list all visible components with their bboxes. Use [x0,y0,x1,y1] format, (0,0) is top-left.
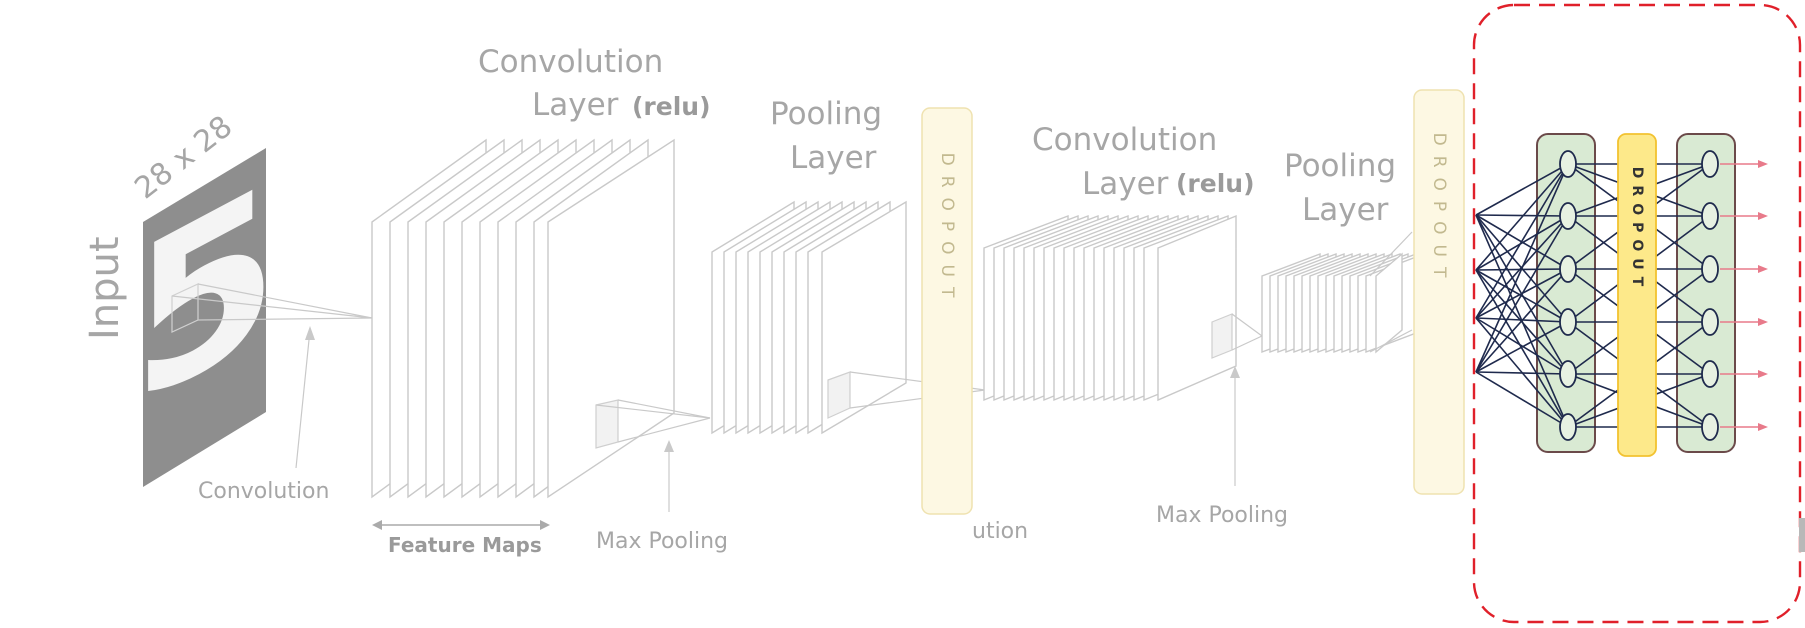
ution-fragment: ution [972,519,1028,544]
dense-layer-2-neurons [1701,150,1719,441]
max-pooling-label-2: Max Pooling [1156,503,1288,528]
dense-layer-1 [1536,133,1596,453]
arrow-right-icon [1758,212,1768,220]
neuron [1701,308,1719,336]
pool1-title-line1: Pooling [770,96,882,132]
pool1-title-line2: Layer [790,140,877,176]
conv-layer-2: Convolution Layer (relu) Max Pooling [983,122,1288,528]
edge-marker [1799,518,1805,552]
neuron [1701,202,1719,230]
input-section: Input 28 x 28 5 Convolution [82,109,373,504]
input-image [143,148,266,487]
neuron [1559,202,1577,230]
conv1-relu: (relu) [632,92,711,121]
arrow-right-icon [1758,318,1768,326]
dropout-3-label: DROPOUT [1629,167,1645,293]
convolution-pointer [295,329,311,469]
neuron [1701,413,1719,441]
neuron [1701,255,1719,283]
pool-layer-2: Pooling Layer [1261,148,1425,354]
arrow-right-icon [1758,370,1768,378]
conv1-title-line1: Convolution [478,44,663,80]
pool-layer-1: Pooling Layer [711,96,986,435]
neuron [1701,150,1719,178]
convolution-label: Convolution [198,479,329,504]
neuron [1701,360,1719,388]
neuron [1559,308,1577,336]
dense-layers-highlight [1472,3,1802,624]
max-pooling-label-1: Max Pooling [596,529,728,554]
feature-maps-label: Feature Maps [388,533,542,557]
pool2-title-line1: Pooling [1284,148,1396,184]
input-label: Input [82,236,128,340]
conv-layer-1: Convolution Layer (relu) Feature Maps Ma… [371,44,728,557]
dropout-1: DROPOUT ution [921,107,1028,544]
neuron [1559,255,1577,283]
dropout-2-label: DROPOUT [1429,133,1449,288]
arrow-right-icon [1758,160,1768,168]
input-connections [1475,163,1569,428]
arrow-right-icon [1758,423,1768,431]
output-arrows [1720,160,1768,431]
dropout-2: DROPOUT [1413,89,1465,495]
arrow-right-icon [1758,265,1768,273]
neuron [1559,413,1577,441]
conv1-title-line2: Layer [532,87,619,123]
pool2-title-line2: Layer [1302,192,1389,228]
neuron [1559,360,1577,388]
dropout-3: DROPOUT [1617,133,1657,457]
dropout-1-label: DROPOUT [937,153,957,308]
dense-layer-1-neurons [1559,150,1577,441]
neuron [1559,150,1577,178]
conv2-relu: (relu) [1176,169,1255,198]
conv2-title-line2: Layer [1082,166,1169,202]
conv2-title-line1: Convolution [1032,122,1217,158]
